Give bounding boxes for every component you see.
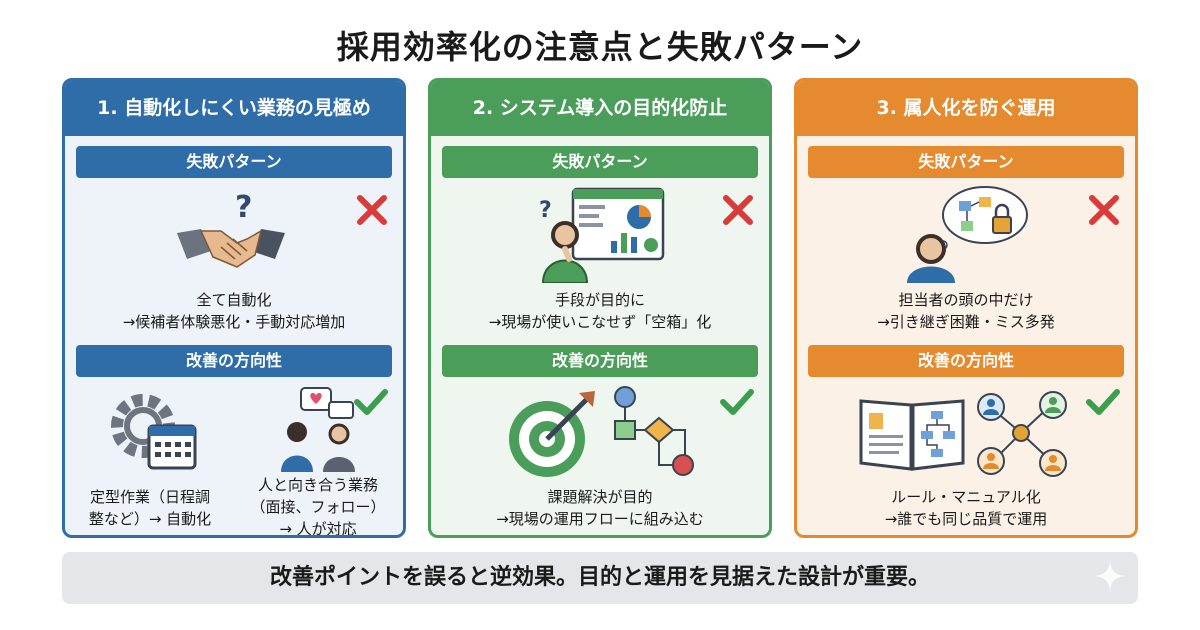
column-header: 2. システム導入の目的化防止	[431, 81, 769, 136]
summary-banner: 改善ポイントを誤ると逆効果。目的と運用を見据えた設計が重要。	[62, 552, 1138, 604]
column-header: 1. 自動化しにくい業務の見極め	[65, 81, 403, 136]
column-system-purpose: 2. システム導入の目的化防止 失敗パターン ? 手段が目的に →現場が使いこな…	[428, 78, 772, 538]
x-mark-icon	[357, 195, 387, 225]
person-thought-lock-icon	[907, 186, 1028, 283]
fail-description: 全て自動化 →候補者体験悪化・手動対応増加	[65, 289, 403, 333]
fail-pattern-label: 失敗パターン	[442, 146, 758, 178]
fail-text-line: →引き継ぎ困難・ミス多発	[877, 313, 1055, 331]
column-header: 3. 属人化を防ぐ運用	[797, 81, 1135, 136]
handshake-icon: ?	[177, 190, 285, 268]
svg-text:?: ?	[235, 190, 252, 225]
sparkle-icon	[1094, 560, 1126, 592]
fail-description: 手段が目的に →現場が使いこなせず「空箱」化	[431, 289, 769, 333]
column-automation: 1. 自動化しにくい業務の見極め 失敗パターン ? 全て自動化 →候補者体験悪化…	[62, 78, 406, 538]
improvement-label: 改善の方向性	[442, 345, 758, 377]
svg-text:?: ?	[539, 198, 552, 223]
improvement-description: 課題解決が目的 →現場の運用フローに組み込む	[431, 486, 769, 530]
check-mark-icon	[354, 389, 388, 415]
improve-text-line: 整など）→ 自動化	[88, 510, 212, 528]
team-network-icon	[977, 391, 1067, 477]
improve-text-line: ルール・マニュアル化	[891, 488, 1041, 506]
improvement-label: 改善の方向性	[76, 345, 392, 377]
check-mark-icon	[720, 389, 754, 415]
fail-text-line: →現場が使いこなせず「空箱」化	[488, 313, 712, 331]
x-mark-icon	[723, 195, 753, 225]
improvement-description: ルール・マニュアル化 →誰でも同じ品質で運用	[797, 486, 1135, 530]
page-title: 採用効率化の注意点と失敗パターン	[336, 28, 864, 66]
improve-text-line: （面接、フォロー）	[250, 498, 386, 516]
fail-text-line: 全て自動化	[196, 291, 272, 309]
column-dependency: 3. 属人化を防ぐ運用 失敗パターン 担当者の頭の中だけ →引き継ぎ困難・ミス多…	[794, 78, 1138, 538]
fail-text-line: 担当者の頭の中だけ	[898, 291, 1034, 309]
improvement-human-text: 人と向き合う業務 （面接、フォロー） → 人が対応	[233, 474, 403, 538]
manual-book-icon	[859, 399, 965, 471]
fail-pattern-label: 失敗パターン	[808, 146, 1124, 178]
improve-text-line: →現場の運用フローに組み込む	[496, 510, 704, 528]
check-mark-icon	[1086, 389, 1120, 415]
fail-description: 担当者の頭の中だけ →引き継ぎ困難・ミス多発	[797, 289, 1135, 333]
fail-text-line: →候補者体験悪化・手動対応増加	[122, 313, 346, 331]
fail-text-line: 手段が目的に	[554, 291, 645, 309]
fail-pattern-label: 失敗パターン	[76, 146, 392, 178]
x-mark-icon	[1089, 195, 1119, 225]
improvement-label: 改善の方向性	[808, 345, 1124, 377]
people-talking-icon	[281, 387, 355, 472]
flowchart-icon	[614, 386, 694, 476]
target-icon	[509, 391, 595, 477]
improve-text-line: 課題解決が目的	[547, 488, 653, 506]
improve-text-line: 人と向き合う業務	[257, 476, 378, 494]
confused-user-dashboard-icon: ?	[539, 187, 665, 283]
improve-text-line: → 人が対応	[279, 520, 357, 538]
improve-text-line: 定型作業（日程調	[89, 488, 210, 506]
improve-text-line: →誰でも同じ品質で運用	[884, 510, 1048, 528]
improvement-automate-text: 定型作業（日程調 整など）→ 自動化	[75, 486, 225, 530]
gear-calendar-icon	[111, 394, 197, 470]
